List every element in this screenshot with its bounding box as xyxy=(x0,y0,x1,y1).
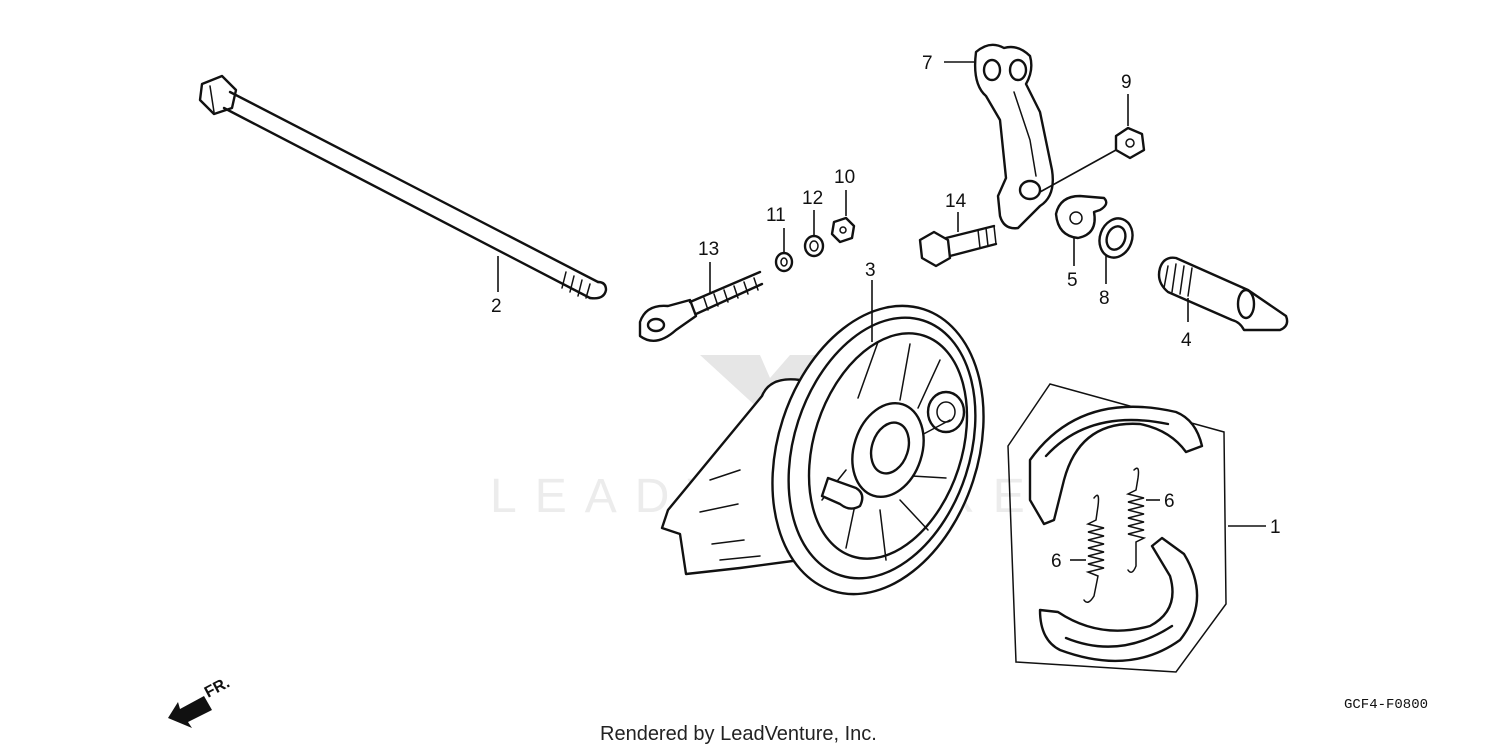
part-nut: 9 xyxy=(1039,72,1146,193)
panel-arm xyxy=(660,378,802,576)
callout-7: 7 xyxy=(922,53,933,74)
washer-12 xyxy=(803,234,825,258)
callout-3: 3 xyxy=(865,260,876,281)
callout-9: 9 xyxy=(1121,72,1132,93)
part-axle: 2 xyxy=(198,74,608,317)
part-small-hardware: 11 12 10 xyxy=(766,167,856,273)
credit-text: Rendered by LeadVenture, Inc. xyxy=(600,723,877,745)
plate-5 xyxy=(1054,194,1108,240)
cam-4 xyxy=(1157,256,1289,332)
nut-9 xyxy=(1114,126,1146,160)
brake-shoe-upper xyxy=(1028,405,1204,526)
callout-8: 8 xyxy=(1099,288,1110,309)
bolt-head xyxy=(918,230,952,268)
nut-10 xyxy=(830,216,856,244)
part-adjuster-rod: 13 xyxy=(638,239,764,342)
seal-8 xyxy=(1098,217,1134,259)
front-label: FR. xyxy=(202,674,233,701)
part-seal: 8 xyxy=(1098,217,1134,309)
callout-12: 12 xyxy=(802,188,823,209)
front-direction-indicator: FR. xyxy=(168,674,233,728)
part-brake-arm: 7 xyxy=(922,43,1054,230)
watermark-logo-icon xyxy=(700,355,820,410)
figure-code: GCF4-F0800 xyxy=(1344,697,1428,713)
arm-body xyxy=(973,43,1054,230)
callout-5: 5 xyxy=(1067,270,1078,291)
washer-11 xyxy=(774,251,794,273)
callout-11: 11 xyxy=(766,205,786,226)
callout-4: 4 xyxy=(1181,330,1192,351)
front-arrow-icon xyxy=(168,696,212,728)
callout-6-right: 6 xyxy=(1164,491,1175,512)
panel-pin xyxy=(820,476,864,510)
brake-shoe-lower xyxy=(1038,536,1199,663)
callout-10: 10 xyxy=(834,167,855,188)
axle-head xyxy=(198,74,238,116)
callout-14: 14 xyxy=(945,191,967,212)
part-brake-panel: 3 xyxy=(660,260,985,596)
part-brake-shoe-set: 6 6 1 xyxy=(1007,383,1281,673)
callout-1: 1 xyxy=(1270,517,1281,538)
shoe-set-boundary xyxy=(1007,383,1227,673)
part-bolt: 14 xyxy=(918,191,998,268)
part-brake-cam: 4 xyxy=(1157,256,1289,351)
return-spring-left xyxy=(1083,494,1105,603)
callout-2: 2 xyxy=(491,296,502,317)
return-spring-right xyxy=(1125,467,1147,573)
part-indicator-plate: 5 xyxy=(1054,194,1108,291)
panel-hub xyxy=(851,401,925,499)
callout-13: 13 xyxy=(698,239,719,260)
callout-6-left: 6 xyxy=(1051,551,1062,572)
